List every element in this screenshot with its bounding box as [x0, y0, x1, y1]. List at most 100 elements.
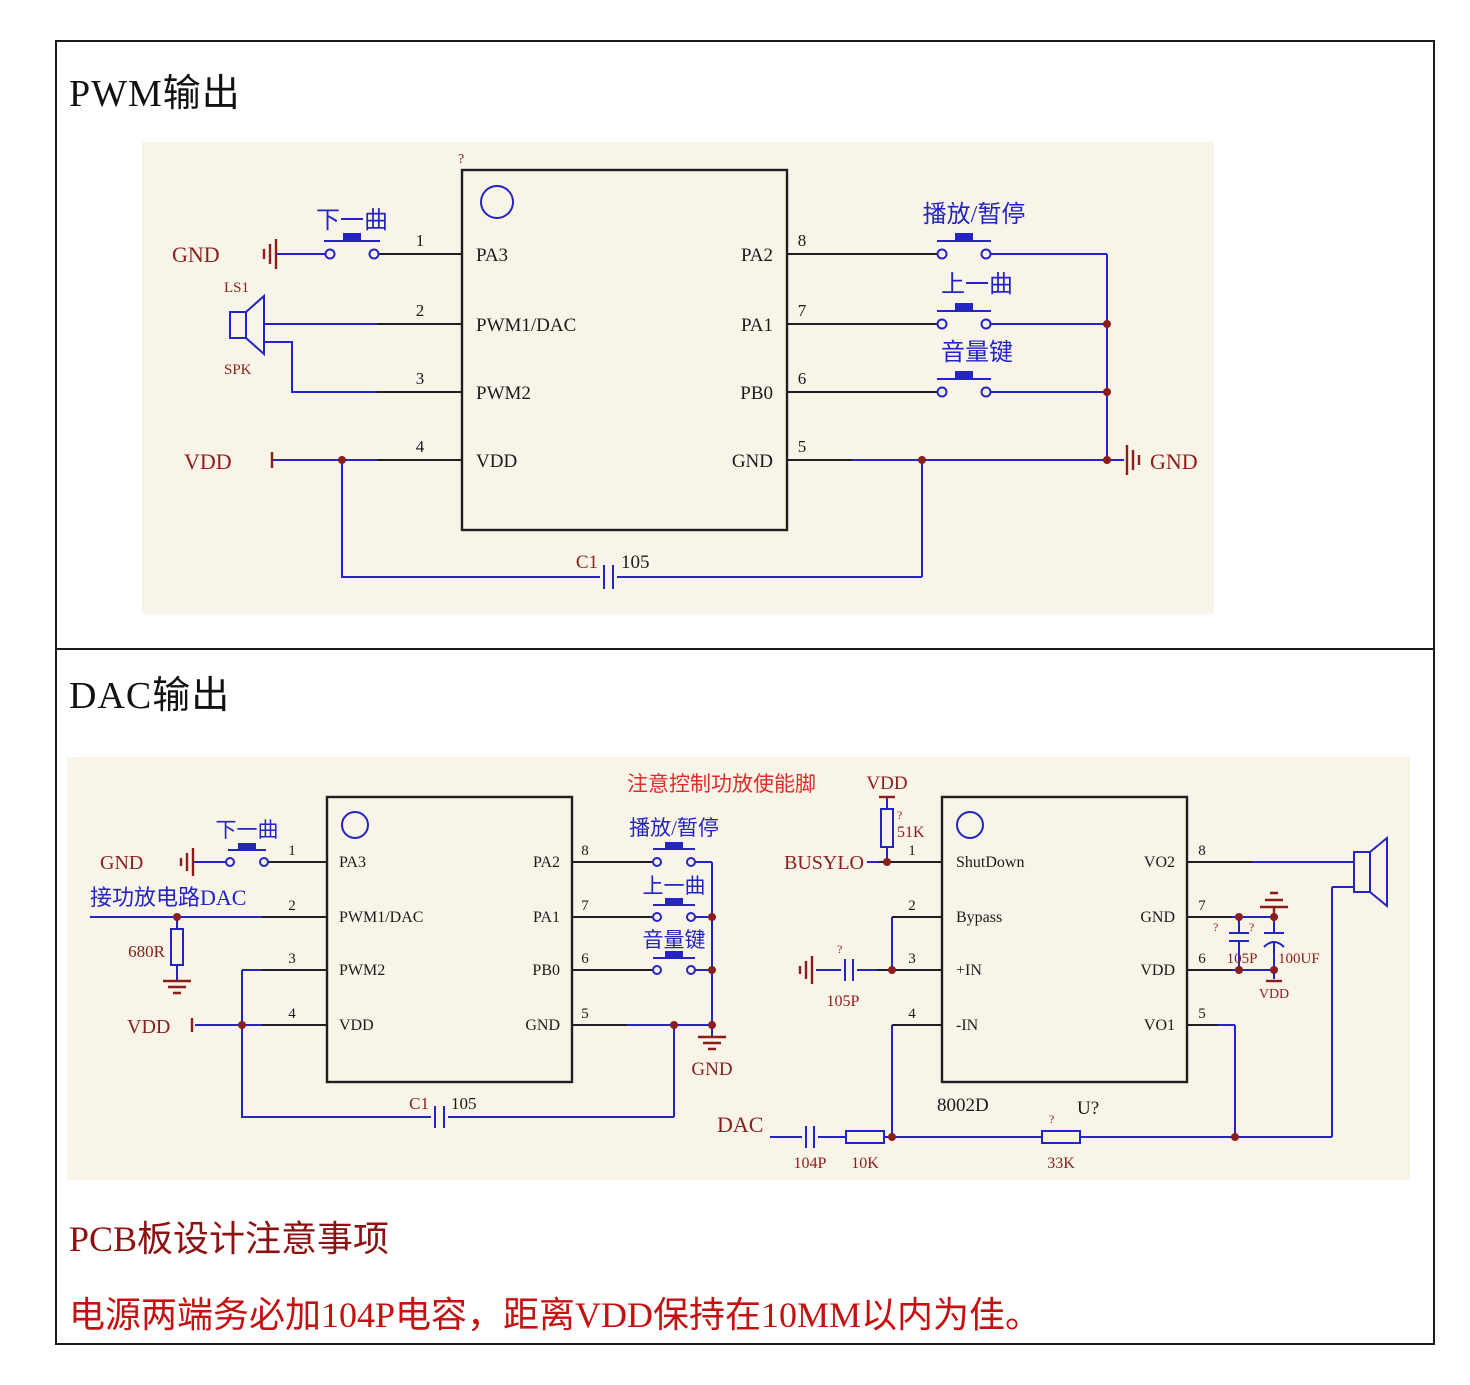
dac-pin-number: 4: [288, 1006, 296, 1022]
amp-resistor-51k: ? 51K: [880, 808, 925, 848]
button-contact: [652, 857, 662, 867]
amp-speaker: [1353, 835, 1388, 909]
pwm-pin-number: 5: [798, 437, 807, 456]
pwm-pin-name: PA3: [476, 245, 508, 266]
amp-input-cap-refdes: ?: [837, 942, 842, 956]
pwm-vdd-label: VDD: [184, 449, 232, 474]
pwm-ic-pin1-indicator: [480, 185, 514, 219]
dac-pin-name: VDD: [339, 1017, 374, 1034]
dac-volume-button-actuator: [665, 951, 683, 958]
pwm-pin-name: PA1: [741, 315, 773, 336]
pwm-pin-name: PWM1/DAC: [476, 315, 576, 336]
amp-refdes: U?: [1077, 1098, 1099, 1119]
dac-prev-button-label: 上一曲: [643, 874, 706, 898]
dac-gnd-right-label: GND: [691, 1059, 732, 1080]
section-divider: [57, 648, 1433, 650]
pwm-volume-button-label: 音量键: [941, 339, 1013, 366]
resistor-symbol: [845, 1130, 885, 1144]
pwm-gnd-left-label: GND: [172, 242, 220, 267]
dac-pin-name: PWM2: [339, 962, 385, 979]
button-contact: [936, 386, 948, 398]
dac-next-button: 下一曲: [216, 818, 279, 867]
pwm-play-button: 播放/暂停: [923, 201, 1026, 260]
dac-net-label: 接功放电路DAC: [90, 885, 246, 910]
pwm-pin-name: PWM2: [476, 383, 531, 404]
pwm-volume-button-actuator: [955, 371, 973, 379]
dac-pin-number: 5: [581, 1006, 589, 1022]
dac-ic: 1 2 3 4 8 7 6 5 PA3 PWM1/DAC PWM2 VDD PA…: [262, 795, 652, 1084]
pwm-cap-c1-ref: C1: [576, 552, 598, 573]
amp-input-cap-105p: ? 105P: [798, 942, 860, 1010]
amp-pin-number: 3: [908, 951, 916, 967]
pwm-pin-name: GND: [732, 451, 773, 472]
amp-pin-number: 7: [1198, 898, 1206, 914]
pcb-notes-title: PCB板设计注意事项: [69, 1219, 390, 1259]
amp-pin-number: 5: [1198, 1006, 1206, 1022]
dac-schematic: 注意控制功放使能脚 1 2 3 4 8 7 6 5 PA3 PWM1/DAC P…: [67, 757, 1410, 1180]
speaker-cone: [1369, 835, 1388, 909]
dac-ground-symbol-right: [698, 1035, 726, 1051]
capacitor-symbol: [844, 959, 854, 981]
amp-pin-number: 2: [908, 898, 916, 914]
dac-ground-symbol-left: [179, 848, 195, 876]
pwm-canvas: [142, 142, 1214, 614]
pwm-next-button: 下一曲: [316, 207, 388, 260]
pwm-pin-number: 8: [798, 231, 807, 250]
dac-ground-symbol-680r: [163, 979, 191, 995]
button-contact: [980, 318, 992, 330]
amp-resistor-51k-value: 51K: [897, 824, 925, 841]
pwm-prev-button: 上一曲: [936, 271, 1013, 330]
amp-part-number: 8002D: [937, 1095, 989, 1116]
dac-pin-number: 2: [288, 898, 296, 914]
amp-vdd-top-label: VDD: [866, 773, 907, 794]
dac-play-button-actuator: [665, 842, 683, 849]
dac-play-button-label: 播放/暂停: [629, 816, 719, 840]
pwm-pin-name: PA2: [741, 245, 773, 266]
pwm-section-title: PWM输出: [69, 73, 241, 115]
pwm-pin-number: 2: [416, 301, 425, 320]
dac-ic-pin1-indicator: [341, 811, 369, 839]
amp-ground-symbol-input: [798, 956, 814, 984]
button-contact: [936, 318, 948, 330]
dac-pin-number: 3: [288, 951, 296, 967]
pwm-ic-outline: [460, 168, 789, 532]
dac-next-button-label: 下一曲: [216, 818, 279, 842]
button-contact: [652, 912, 662, 922]
amp-cap-105p-refdes: ?: [1213, 920, 1218, 934]
amp-pin-number: 6: [1198, 951, 1206, 967]
amp-pin-name: GND: [1140, 909, 1175, 926]
amp-resistor-10k-value: 10K: [851, 1155, 879, 1172]
pwm-pin-name: VDD: [476, 451, 517, 472]
amp-ic-pin-stubs: [877, 861, 1252, 1026]
dac-pin-number: 7: [581, 898, 589, 914]
dac-section-title: DAC输出: [69, 675, 231, 717]
dac-pin-name: PA1: [533, 909, 560, 926]
dac-cap-c1: C1 105: [409, 1094, 477, 1128]
dac-resistor-680r-value: 680R: [128, 942, 166, 961]
amp-pin-name: VO1: [1144, 1017, 1175, 1034]
amp-pin-name: VO2: [1144, 854, 1175, 871]
dac-cap-c1-value: 105: [451, 1094, 477, 1113]
pwm-ic-refdes: ?: [458, 152, 464, 167]
pwm-junctions: [338, 320, 1111, 464]
pcb-note-text: 电源两端务必加104P电容，距离VDD保持在10MM以内为佳。: [69, 1295, 1042, 1335]
dac-wires: [90, 797, 1354, 1138]
amp-cap-105p: ? 105P: [1213, 920, 1257, 967]
amp-cap-104p-value: 104P: [794, 1155, 827, 1172]
pwm-play-button-label: 播放/暂停: [923, 201, 1026, 228]
capacitor-symbol: [434, 1106, 445, 1128]
amp-cap-100uf-value: 100UF: [1278, 951, 1320, 967]
dac-junctions: [173, 858, 1278, 1141]
amp-resistor-51k-refdes: ?: [897, 808, 902, 822]
button-contact: [936, 248, 948, 260]
amp-resistor-33k: ? 33K: [1041, 1112, 1081, 1172]
pwm-ic-pin-stubs: [377, 253, 937, 461]
button-contact: [686, 912, 696, 922]
pwm-wires: [264, 253, 1124, 578]
amp-ic-pin1-indicator: [956, 811, 984, 839]
amp-resistor-33k-value: 33K: [1047, 1155, 1075, 1172]
dac-volume-button-label: 音量键: [643, 928, 706, 952]
button-contact: [368, 248, 380, 260]
pwm-prev-button-actuator: [955, 303, 973, 311]
amp-busylo-label: BUSYLO: [784, 852, 864, 874]
